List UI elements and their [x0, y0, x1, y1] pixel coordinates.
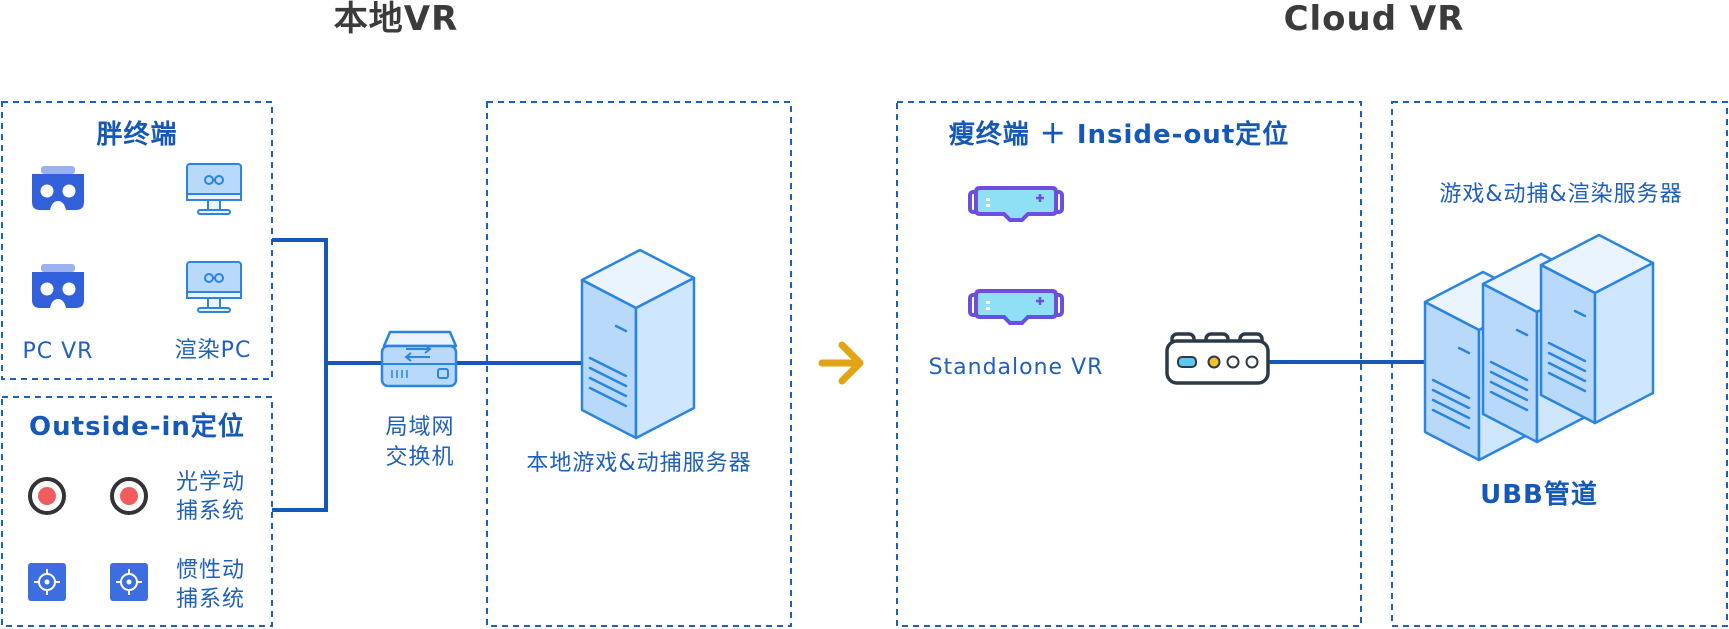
router-icon: [1165, 332, 1270, 385]
local-server-box: [486, 101, 792, 627]
standalone-vr-label: Standalone VR: [929, 355, 1104, 380]
vr-headset-icon: [32, 264, 84, 308]
lan-switch-icon: [380, 330, 458, 388]
optical-camera-icon: [110, 477, 148, 515]
thin-terminal-heading: 瘦终端 ＋ Inside-out定位: [949, 119, 1290, 150]
outside-in-box: [1, 396, 273, 627]
fat-terminal-heading: 胖终端: [96, 119, 177, 150]
standalone-vr-headset-icon: [968, 289, 1064, 325]
ubb-pipe-label: UBB管道: [1480, 479, 1598, 510]
arrow-right-icon: [818, 341, 864, 385]
server-cluster-icon: [1423, 233, 1655, 462]
vr-headset-icon: [32, 166, 84, 210]
server-icon: [580, 248, 696, 440]
cloud-server-label: 游戏&动捕&渲染服务器: [1439, 182, 1682, 207]
render-pc-label: 渲染PC: [175, 338, 252, 363]
cloud-vr-title: Cloud VR: [1284, 0, 1465, 39]
optical-mocap-label-line1: 光学动: [176, 470, 245, 495]
local-wires: [272, 238, 582, 512]
local-server-label: 本地游戏&动捕服务器: [526, 451, 751, 476]
outside-in-heading: Outside-in定位: [29, 411, 245, 442]
switch-label-line1: 局域网: [385, 415, 454, 440]
inertial-mocap-label-line2: 捕系统: [176, 587, 245, 612]
inertial-mocap-label-line1: 惯性动: [176, 558, 245, 583]
monitor-icon: [186, 261, 242, 313]
optical-camera-icon: [28, 477, 66, 515]
local-vr-title: 本地VR: [334, 0, 459, 39]
inertial-sensor-icon: [109, 562, 149, 602]
standalone-vr-headset-icon: [968, 186, 1064, 222]
pc-vr-label: PC VR: [23, 339, 94, 364]
optical-mocap-label-line2: 捕系统: [176, 499, 245, 524]
monitor-icon: [186, 163, 242, 215]
switch-label-line2: 交换机: [385, 445, 454, 470]
inertial-sensor-icon: [27, 562, 67, 602]
